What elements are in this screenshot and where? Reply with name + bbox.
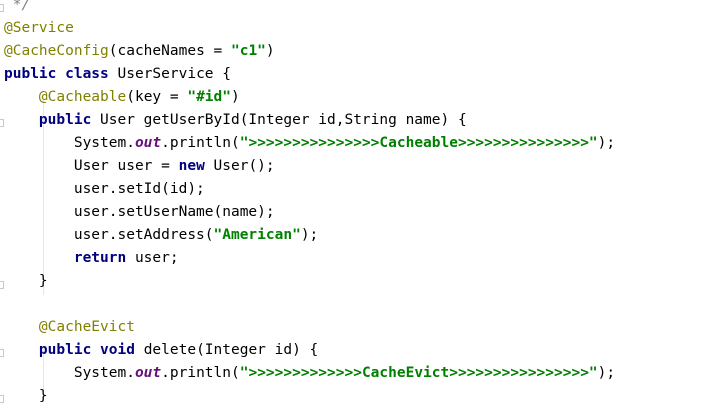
code-token [4, 89, 39, 105]
code-token: System. [4, 365, 135, 381]
code-line[interactable]: System.out.println(">>>>>>>>>>>>>>>Cache… [4, 132, 615, 155]
code-token: .println( [161, 365, 240, 381]
code-token: */ [4, 0, 31, 13]
fold-marker-icon[interactable] [0, 281, 4, 289]
code-token: } [4, 273, 48, 289]
code-token [4, 250, 74, 266]
code-token: "American" [213, 227, 301, 243]
code-token: delete(Integer id) { [143, 342, 319, 358]
code-line[interactable]: @Cacheable(key = "#id") [4, 86, 240, 109]
code-line[interactable]: @CacheEvict [4, 316, 135, 339]
fold-marker-icon[interactable] [0, 119, 4, 127]
code-token: public [38, 112, 101, 128]
code-token: } [4, 388, 48, 404]
code-token: user.setAddress( [4, 227, 214, 243]
code-token: .println( [161, 135, 240, 151]
code-token: ); [300, 227, 319, 243]
code-line[interactable]: public class UserService { [4, 63, 231, 86]
code-line[interactable]: System.out.println(">>>>>>>>>>>>>CacheEv… [4, 362, 615, 385]
code-line[interactable]: */ [4, 0, 30, 17]
fold-marker-icon[interactable] [0, 349, 4, 357]
code-line[interactable]: user.setUserName(name); [4, 201, 275, 224]
code-token: User user = [4, 158, 179, 174]
code-editor[interactable]: */ @Service @CacheConfig(cacheNames = "c1"… [4, 0, 715, 404]
code-line[interactable]: public User getUserById(Integer id,Strin… [4, 109, 467, 132]
indent-guide [43, 95, 44, 295]
indent-guide [43, 349, 44, 400]
code-token: (cacheNames = [108, 43, 231, 59]
code-token: "#id" [187, 89, 231, 105]
code-token: out [134, 365, 162, 381]
code-line[interactable]: user.setAddress("American"); [4, 224, 318, 247]
code-token: user.setUserName(name); [4, 204, 275, 220]
code-token: user; [134, 250, 179, 266]
code-token: (key = [126, 89, 188, 105]
code-token [4, 342, 39, 358]
code-line[interactable]: return user; [4, 247, 179, 270]
code-line[interactable]: @CacheConfig(cacheNames = "c1") [4, 40, 275, 63]
code-line[interactable]: } [4, 385, 48, 408]
code-token: ">>>>>>>>>>>>>CacheEvict>>>>>>>>>>>>>>>>… [239, 365, 598, 381]
code-token [4, 319, 39, 335]
fold-marker-icon[interactable] [0, 4, 4, 12]
code-token: return [73, 250, 135, 266]
code-line[interactable]: user.setId(id); [4, 178, 205, 201]
code-token: "c1" [230, 43, 266, 59]
code-line[interactable]: } [4, 270, 48, 293]
code-token: new [178, 158, 214, 174]
code-token: User getUserById(Integer id,String name)… [100, 112, 467, 128]
code-token: UserService { [117, 66, 232, 82]
editor-gutter [0, 0, 4, 403]
code-line[interactable]: public void delete(Integer id) { [4, 339, 318, 362]
code-line[interactable]: User user = new User(); [4, 155, 275, 178]
code-token: @Service [4, 20, 74, 36]
code-token: ">>>>>>>>>>>>>>>Cacheable>>>>>>>>>>>>>>>… [239, 135, 598, 151]
code-token: ); [597, 365, 616, 381]
code-token [4, 112, 39, 128]
code-token: public class [4, 66, 118, 82]
code-token: out [134, 135, 162, 151]
code-token: user.setId(id); [4, 181, 205, 197]
code-token: @CacheEvict [38, 319, 135, 335]
code-token: @Cacheable [38, 89, 127, 105]
code-token: ) [265, 43, 275, 59]
code-token: User(); [213, 158, 275, 174]
code-token: ); [597, 135, 616, 151]
code-token: public void [38, 342, 144, 358]
code-token: @CacheConfig [4, 43, 109, 59]
code-line[interactable]: @Service [4, 17, 74, 40]
code-token: System. [4, 135, 135, 151]
code-token: ) [231, 89, 240, 105]
